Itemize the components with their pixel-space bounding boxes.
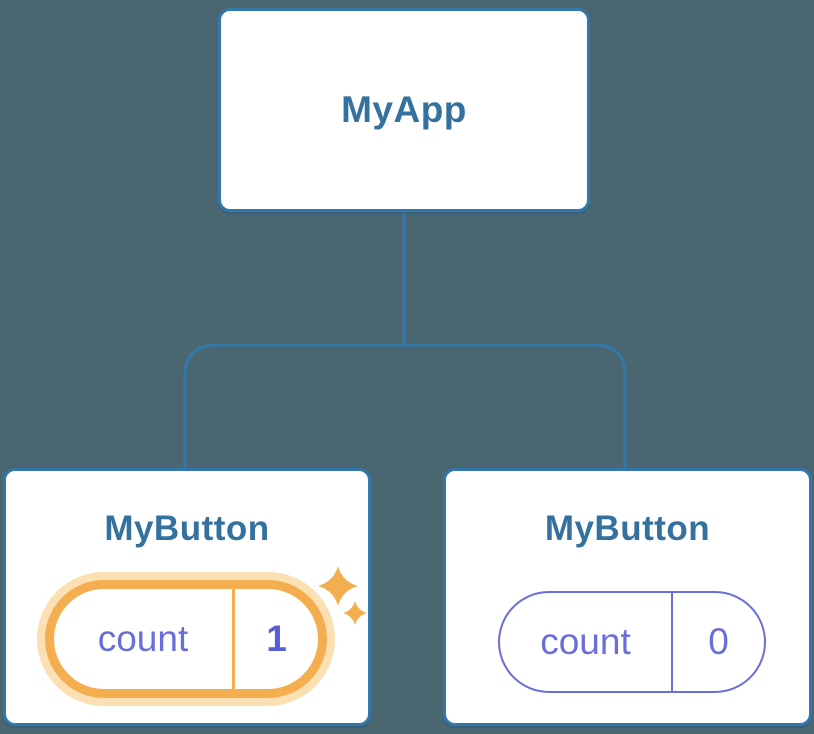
- state-pill-divider: [671, 593, 673, 691]
- sparkle-small: [343, 601, 367, 625]
- root-node-label: MyApp: [341, 89, 467, 130]
- state-name: count: [97, 618, 189, 659]
- child-node-label: MyButton: [104, 509, 270, 548]
- state-name: count: [540, 621, 631, 662]
- sparkle-large: [318, 566, 358, 606]
- state-pill-plain: count 0: [498, 591, 766, 693]
- state-value: 1: [266, 618, 287, 659]
- child-node-label: MyButton: [544, 509, 711, 548]
- root-node-card: MyApp: [218, 8, 590, 212]
- state-value: 0: [708, 621, 729, 662]
- state-pill-divider: [232, 589, 235, 689]
- child-node-card-right: MyButton count 0: [443, 468, 812, 726]
- sparkles-icon: [318, 566, 367, 625]
- child-node-card-left: MyButton count 1: [3, 468, 371, 726]
- state-pill-highlighted: count 1: [37, 572, 335, 706]
- branch-line: [183, 343, 627, 469]
